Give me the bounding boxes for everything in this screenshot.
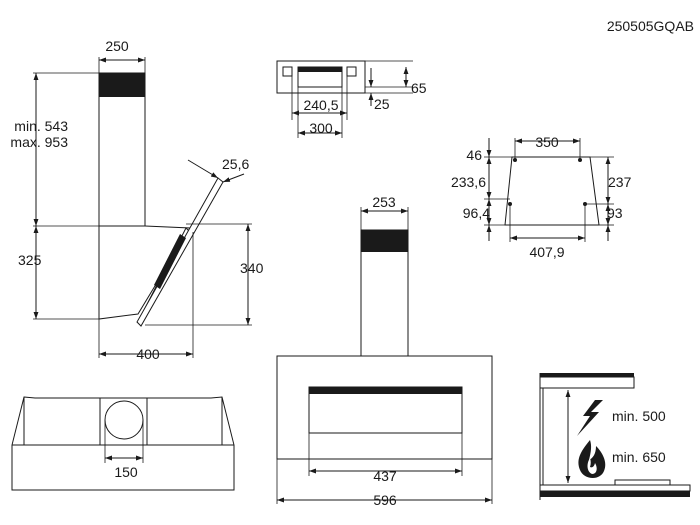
side-chimney-width: 250 bbox=[105, 38, 129, 54]
clearance-cooktop bbox=[539, 484, 691, 492]
drawing-code: 250505GQAB bbox=[607, 18, 694, 34]
side-hood-body bbox=[98, 225, 191, 320]
side-chimney-top-band bbox=[99, 73, 145, 97]
wall-bracket-right-mid: 237 bbox=[608, 174, 632, 190]
side-glass-height: 340 bbox=[240, 260, 264, 276]
side-chimney bbox=[98, 72, 146, 227]
wall-bracket-view: 350 46 233,6 96,4 237 93 407,9 bbox=[451, 134, 632, 260]
top-bracket-offset: 25 bbox=[374, 96, 390, 112]
top-bracket-hole-left bbox=[282, 66, 293, 77]
wall-bracket-left-top: 46 bbox=[466, 147, 482, 163]
top-bracket-hole-right bbox=[346, 66, 357, 77]
clearance-electric-min: min. 500 bbox=[612, 408, 666, 424]
top-bracket-inner-width: 240,5 bbox=[303, 97, 338, 113]
top-bracket-view: 65 25 240,5 300 bbox=[276, 60, 427, 138]
side-depth: 400 bbox=[136, 346, 160, 362]
clearance-gas-min: min. 650 bbox=[612, 449, 666, 465]
side-view: 250 min. 543 max. 953 325 25,6 340 400 bbox=[10, 38, 263, 362]
top-bracket-height: 65 bbox=[411, 80, 427, 96]
wall-bracket-right-bottom: 93 bbox=[607, 205, 623, 221]
side-glass-handle bbox=[154, 234, 186, 289]
side-max-height: max. 953 bbox=[10, 134, 68, 150]
wall-bracket-top-width: 350 bbox=[535, 134, 559, 150]
side-lower-height: 325 bbox=[18, 252, 42, 268]
wall-bracket-bottom-width: 407,9 bbox=[529, 244, 564, 260]
wall-bracket-left-bottom: 96,4 bbox=[463, 205, 490, 221]
side-min-height: min. 543 bbox=[14, 118, 68, 134]
front-total-width: 596 bbox=[373, 492, 397, 508]
electric-icon bbox=[577, 400, 603, 436]
flame-icon bbox=[578, 440, 606, 479]
top-view-outlet bbox=[104, 400, 144, 440]
front-filter-panel bbox=[308, 386, 463, 434]
front-filter-width: 437 bbox=[373, 468, 397, 484]
top-view-outlet-diameter: 150 bbox=[114, 464, 138, 480]
front-chimney-width: 253 bbox=[372, 194, 396, 210]
wall-bracket-left-mid: 233,6 bbox=[451, 174, 486, 190]
side-glass-thickness: 25,6 bbox=[222, 156, 249, 172]
top-view: 150 bbox=[11, 396, 235, 491]
clearance-hood bbox=[540, 373, 634, 377]
clearance-diagram: min. 500 min. 650 bbox=[539, 373, 691, 500]
front-chimney-top-band bbox=[361, 230, 408, 252]
top-bracket-outer-width: 300 bbox=[309, 120, 333, 136]
front-view: 253 437 596 bbox=[276, 194, 493, 508]
